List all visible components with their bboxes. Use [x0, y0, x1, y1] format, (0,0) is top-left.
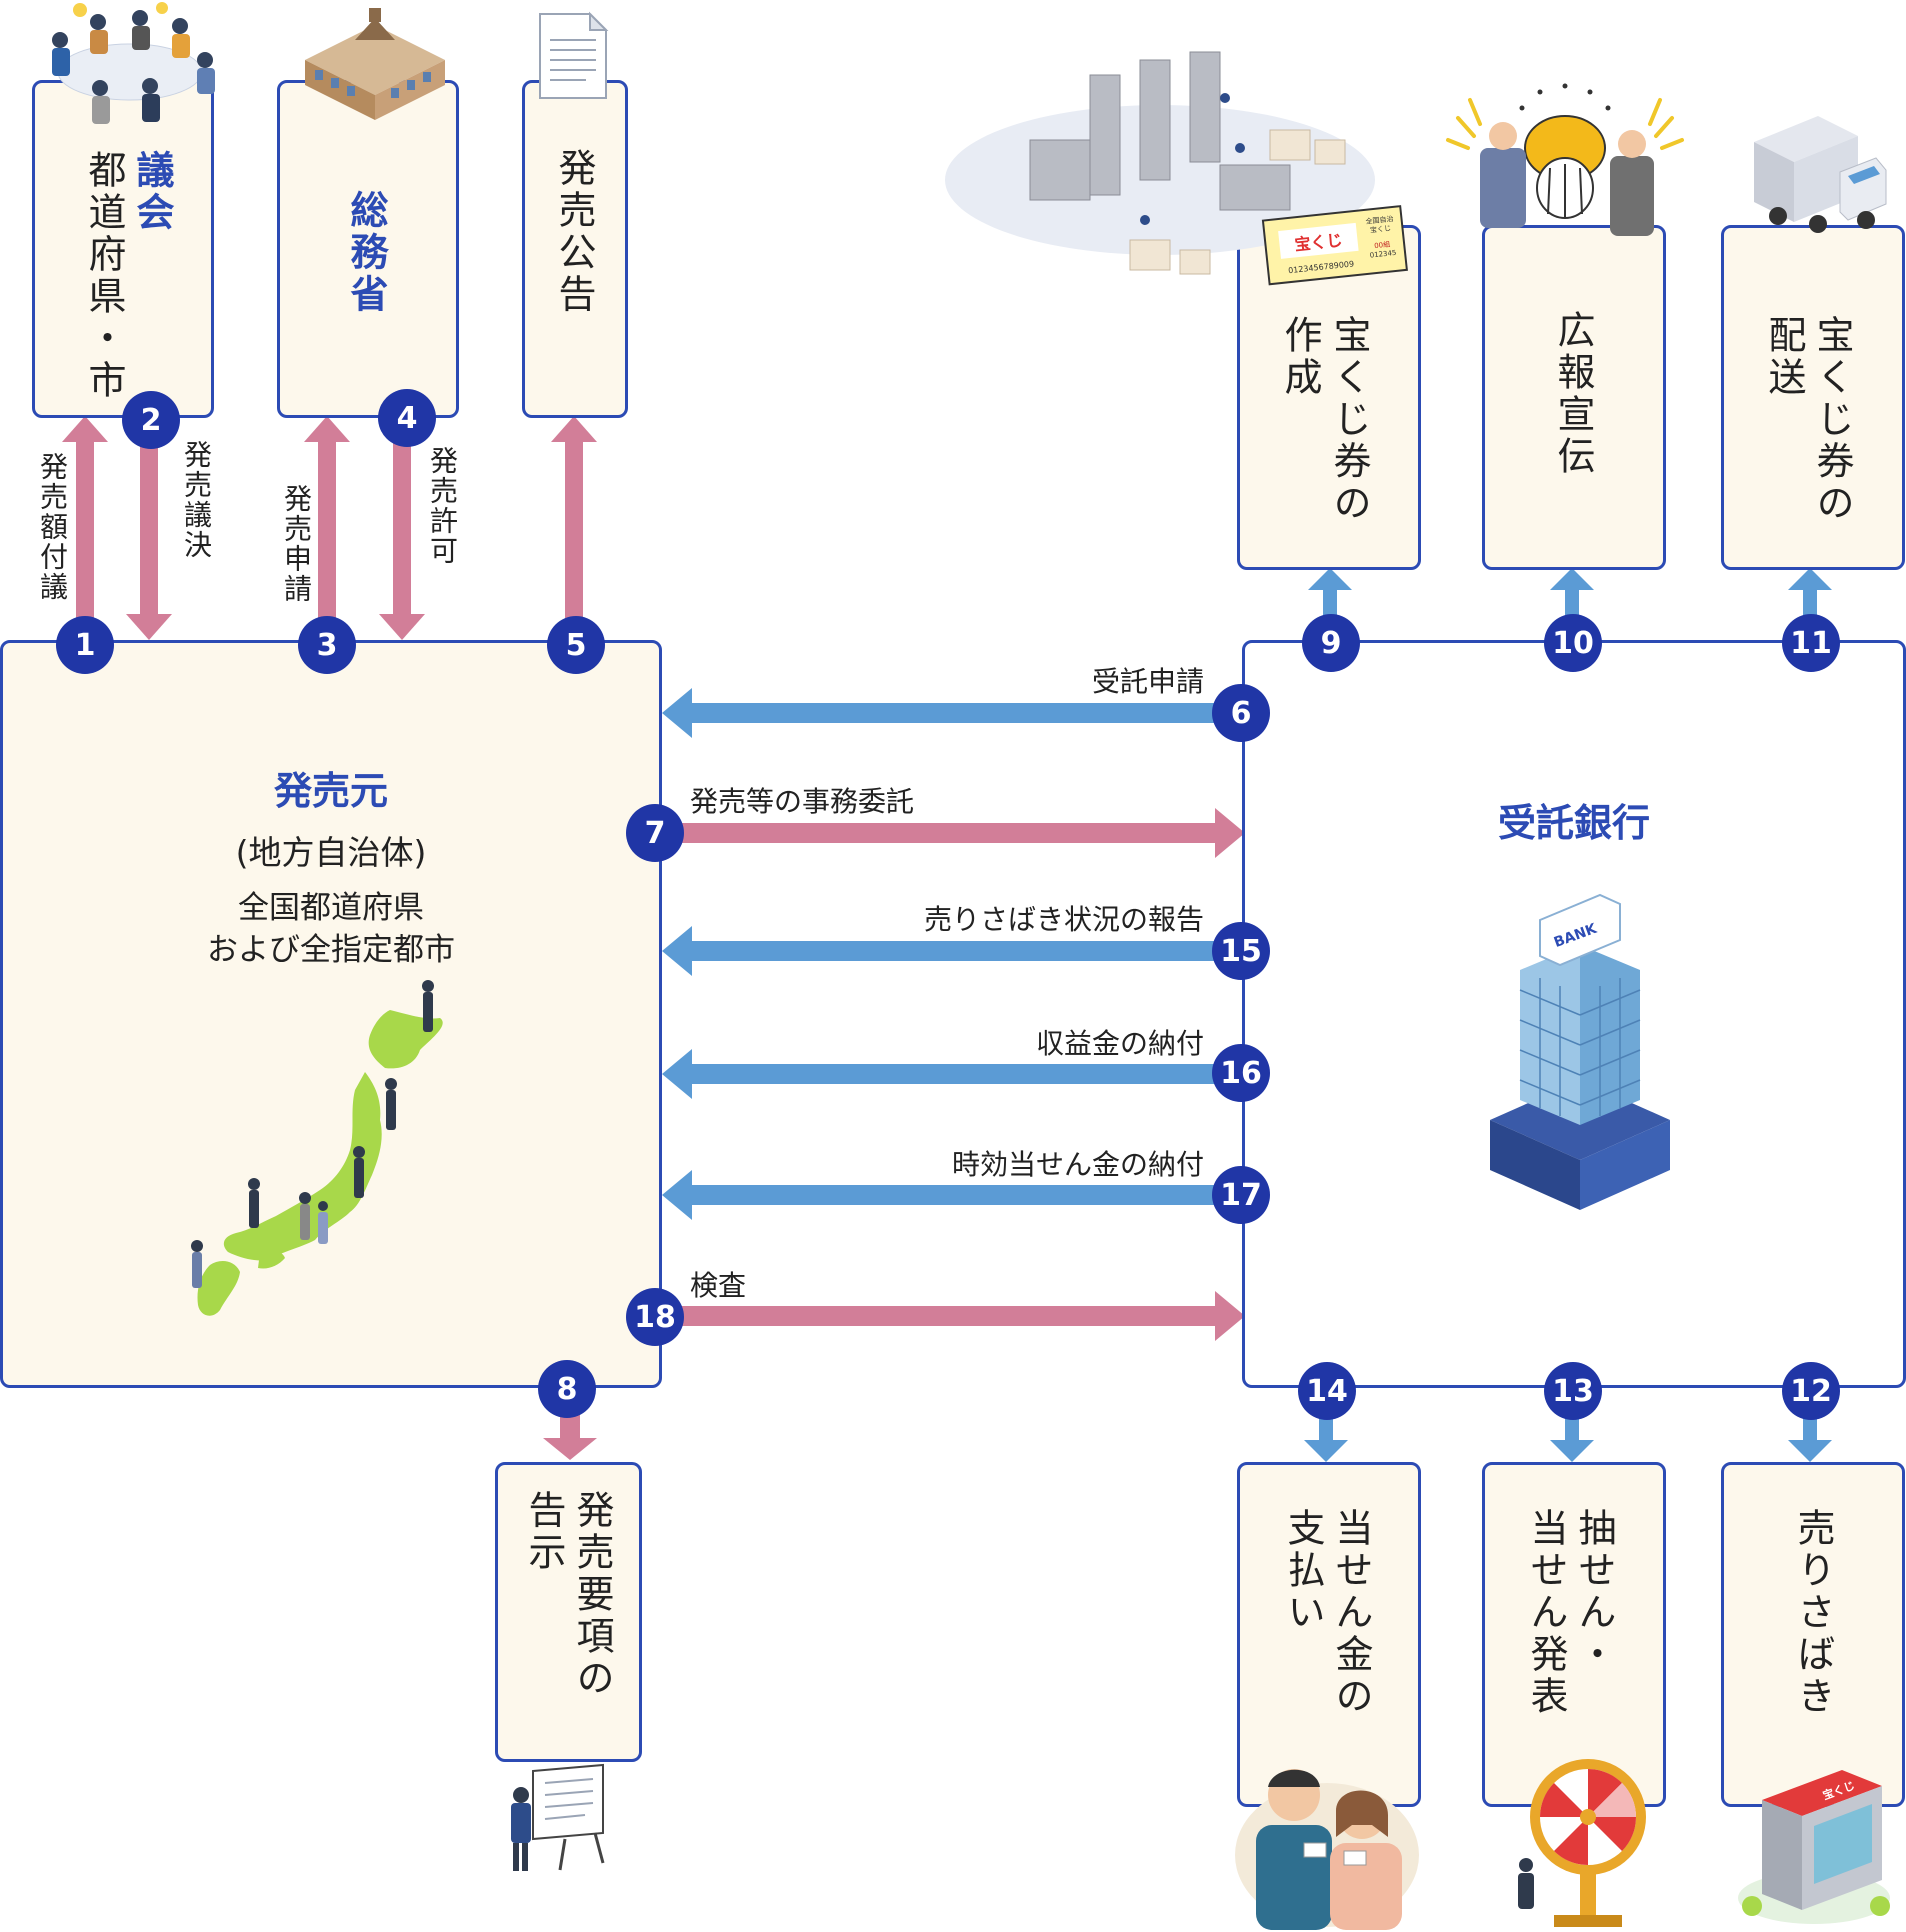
sell-box: [1721, 1462, 1905, 1807]
ministry-title: 総務省: [344, 190, 388, 316]
arrow-17-left: [662, 1170, 1240, 1220]
arrow-8-down: [543, 1412, 597, 1460]
announce-line1: 発売要項の: [570, 1490, 614, 1700]
arrow-14-down: [1304, 1412, 1348, 1462]
step-3-badge: 3: [298, 616, 356, 674]
draw-line2: 当せん発表: [1524, 1508, 1568, 1718]
flow-3-label: 発売申請: [280, 484, 313, 604]
bank-building-illustration: BANK: [1490, 893, 1670, 1210]
issuer-line2: および全指定都市: [207, 932, 455, 968]
step-14-badge: 14: [1298, 1362, 1356, 1420]
arrow-5-up: [551, 416, 597, 640]
roulette-wheel-illustration: [1518, 1759, 1646, 1927]
arrow-6-left: [662, 688, 1240, 738]
ticket-brand: 宝くじ: [1294, 230, 1344, 254]
ticket-make-line2: 作成: [1278, 315, 1322, 399]
lottery-ticket-illustration: 宝くじ 全国自治 宝くじ 00組 012345 0123456789009: [1261, 205, 1408, 286]
issuer-line1: 全国都道府県: [238, 890, 424, 926]
delivery-truck-illustration: [1754, 116, 1887, 233]
arrow-12-down: [1788, 1412, 1832, 1462]
delivery-box: [1721, 225, 1905, 570]
government-building-illustration: [305, 8, 445, 120]
notice-box: [522, 80, 628, 418]
assembly-box: [32, 80, 214, 418]
step-13-badge: 13: [1544, 1362, 1602, 1420]
assembly-subtitle: 都道府県・市: [82, 150, 126, 402]
arrow-16-left: [662, 1049, 1240, 1099]
arrow-15-left: [662, 926, 1240, 976]
step-12-badge: 12: [1782, 1362, 1840, 1420]
step-15-badge: 15: [1212, 922, 1270, 980]
ticket-make-line1: 宝くじ券の: [1327, 315, 1371, 525]
ministry-box: [277, 80, 459, 418]
delivery-line2: 配送: [1762, 315, 1806, 399]
bank-title: 受託銀行: [1497, 801, 1650, 845]
step-5-badge: 5: [547, 616, 605, 674]
delivery-line1: 宝くじ券の: [1810, 315, 1854, 525]
announce-box: [495, 1462, 642, 1762]
arrow-18-right: [665, 1291, 1245, 1341]
step-6-badge: 6: [1212, 684, 1270, 742]
arrow-13-down: [1550, 1412, 1594, 1462]
assembly-title: 議会: [130, 150, 174, 234]
presenter-illustration: [511, 1763, 605, 1871]
ticket-group: 00組: [1374, 239, 1391, 250]
flow-16-label: 収益金の納付: [1035, 1027, 1204, 1060]
step-18-badge: 18: [626, 1288, 684, 1346]
flow-6-label: 受託申請: [1091, 665, 1204, 698]
step-1-badge: 1: [56, 616, 114, 674]
step-17-badge: 17: [1212, 1166, 1270, 1224]
notice-label: 発売公告: [552, 148, 596, 316]
step-9-badge: 9: [1302, 614, 1360, 672]
arrow-7-right: [665, 808, 1245, 858]
flow-17-label: 時効当せん金の納付: [951, 1148, 1204, 1181]
ticket-serial: 012345: [1369, 249, 1396, 260]
issuer-subtitle: (地方自治体): [235, 833, 427, 872]
step-7-badge: 7: [626, 804, 684, 862]
pr-box: [1482, 225, 1666, 570]
ticket-side-1: 全国自治: [1365, 214, 1394, 226]
issuer-title: 発売元: [273, 769, 388, 813]
flow-18-label: 検査: [690, 1269, 747, 1302]
pr-label: 広報宣伝: [1551, 310, 1595, 478]
flow-15-label: 売りさばき状況の報告: [923, 903, 1204, 936]
sell-label: 売りさばき: [1791, 1508, 1835, 1718]
printing-factory-illustration: [945, 51, 1375, 275]
issuer-box: [0, 640, 662, 1388]
flow-2-label: 発売議決: [180, 440, 213, 560]
announce-line2: 告示: [522, 1490, 566, 1574]
winners-couple-illustration: [1235, 1769, 1419, 1930]
step-11-badge: 11: [1782, 614, 1840, 672]
lottery-shop-illustration: 宝くじ: [1738, 1770, 1890, 1924]
step-16-badge: 16: [1212, 1044, 1270, 1102]
arrow-2-down: [126, 416, 172, 640]
payout-box: [1237, 1462, 1421, 1807]
meeting-illustration: [52, 2, 215, 124]
flow-7-label: 発売等の事務委託: [690, 785, 915, 818]
arrow-4-down: [379, 416, 425, 640]
payout-line1: 当せん金の: [1329, 1508, 1373, 1718]
arrow-3-up: [304, 416, 350, 640]
step-2-badge: 2: [122, 391, 180, 449]
draw-box: [1482, 1462, 1666, 1807]
step-4-badge: 4: [378, 389, 436, 447]
document-icon: [539, 11, 609, 99]
japan-map-illustration: [191, 980, 443, 1316]
arrow-1-up: [62, 416, 108, 640]
step-8-badge: 8: [538, 1360, 596, 1418]
payout-line2: 支払い: [1281, 1508, 1325, 1634]
flow-1-label: 発売額付議: [36, 452, 69, 602]
step-10-badge: 10: [1544, 614, 1602, 672]
pr-mascot-illustration: [1446, 83, 1684, 236]
draw-line1: 抽せん・: [1572, 1508, 1616, 1676]
flow-4-label: 発売許可: [426, 446, 459, 566]
ticket-side-2: 宝くじ: [1370, 223, 1392, 234]
